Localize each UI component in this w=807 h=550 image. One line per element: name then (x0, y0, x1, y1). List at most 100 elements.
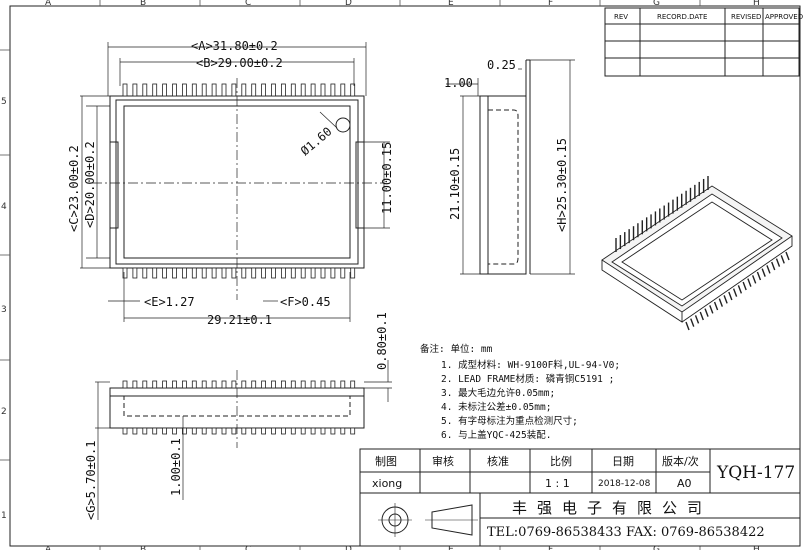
title-block (359, 448, 801, 547)
grid-col-label: E (448, 545, 454, 550)
front-view (109, 370, 365, 448)
pin-lead (290, 380, 296, 389)
pin-lead (201, 380, 207, 389)
iso-pin (713, 301, 719, 311)
tb-scale-label: 比例 (550, 454, 572, 468)
grid-col-label: H (753, 0, 760, 8)
pin-lead (340, 380, 346, 389)
pin-lead (231, 380, 237, 389)
iso-pin (775, 258, 781, 267)
grid-col-label: C (245, 545, 251, 550)
iso-pin (704, 308, 709, 317)
pin-lead (261, 380, 267, 389)
pin-lead (231, 267, 237, 279)
pin-lead (241, 427, 247, 435)
dim-side-t1: 1.00 (444, 76, 473, 90)
grid-column-labels: A B C D E F G H A B C D E F G H (45, 0, 760, 550)
pin-lead (261, 427, 267, 435)
notes-header: 备注: 单位: mm (420, 343, 493, 355)
dim-side-t2: 0.25 (487, 58, 516, 72)
tb-drawer: xiong (372, 477, 402, 490)
dim-side-slot: 11.00±0.15 (380, 142, 394, 214)
pin-lead (201, 427, 207, 435)
pin-lead (122, 267, 128, 279)
iso-pin (785, 251, 790, 261)
dim-d: <D>20.00±0.2 (83, 141, 97, 228)
pin-lead (132, 427, 138, 435)
pin-lead (162, 83, 168, 97)
side-view (479, 59, 531, 275)
pin-lead (290, 83, 296, 97)
dim-side-height-inner: 21.10±0.15 (448, 148, 462, 220)
grid-col-label: D (345, 545, 352, 550)
iso-pin (723, 295, 728, 304)
pin-lead (181, 427, 187, 435)
pin-lead (350, 83, 356, 97)
tb-approve-label: 核准 (487, 454, 509, 468)
note-item: 2. LEAD FRAME材质: 磷青铜C5191 ; (441, 373, 614, 385)
front-pins-row (122, 380, 356, 435)
dim-b: <B>29.00±0.2 (196, 56, 283, 70)
pin-lead (221, 267, 227, 279)
pin-lead (241, 83, 247, 97)
dim-f: <F>0.45 (280, 295, 331, 309)
iso-pin (690, 318, 695, 327)
pin-lead (251, 380, 257, 389)
pin-lead (320, 380, 326, 389)
pin-lead (251, 267, 257, 279)
pin-lead (172, 427, 177, 435)
tb-version-label: 版本/次 (662, 454, 699, 468)
pin-lead (251, 427, 257, 435)
top-view (92, 78, 384, 300)
note-item: 1. 成型材料: WH-9100F料,UL-94-V0; (441, 359, 620, 371)
pin-lead (310, 83, 316, 97)
pin-lead (231, 83, 237, 97)
pin-lead (271, 83, 276, 97)
pin-lead (310, 267, 316, 279)
pin-lead (340, 427, 346, 435)
pin-lead (221, 427, 227, 435)
pin-lead (330, 83, 336, 97)
grid-col-label: F (548, 545, 553, 550)
pin-lead (211, 267, 217, 279)
pin-lead (211, 427, 217, 435)
grid-row-labels: 5 4 3 2 1 (1, 97, 7, 521)
iso-pin (761, 268, 766, 277)
pin-lead (122, 83, 128, 97)
pin-lead (300, 427, 306, 435)
pin-lead (350, 427, 356, 435)
pin-lead (340, 83, 346, 97)
grid-col-label: A (45, 0, 52, 8)
iso-pin (685, 321, 690, 331)
pin-lead (201, 83, 207, 97)
pin-lead (290, 267, 296, 279)
grid-col-label: A (45, 545, 52, 550)
pin-lead (320, 267, 326, 279)
iso-pins-back-row (615, 176, 709, 252)
side-view-dimension-lines (446, 59, 575, 275)
pin-lead (271, 380, 276, 389)
tb-date-label: 日期 (612, 455, 634, 468)
tb-draw-label: 制图 (375, 455, 397, 468)
tb-check-label: 审核 (432, 454, 454, 468)
approved-header: APPROVED (765, 13, 803, 21)
pin-lead (132, 380, 138, 389)
pin-lead (310, 427, 316, 435)
pin-lead (231, 427, 237, 435)
note-item: 3. 最大毛边允许0.05mm; (441, 387, 555, 399)
grid-row-label: 4 (1, 202, 7, 212)
pin-lead (241, 380, 247, 389)
pin-lead (172, 380, 177, 389)
rev-header: REV (614, 13, 628, 21)
pin-lead (191, 267, 197, 279)
iso-pin (756, 271, 762, 281)
dim-hole: Ø1.60 (298, 124, 335, 158)
revision-table: REV RECORD.DATE REVISED APPROVED (604, 7, 803, 77)
revised-header: REVISED (731, 13, 761, 21)
pin-lead (271, 427, 276, 435)
grid-col-label: G (653, 545, 660, 550)
grid-col-label: C (245, 0, 251, 8)
grid-ticks (0, 0, 701, 550)
pin-lead (201, 267, 207, 279)
